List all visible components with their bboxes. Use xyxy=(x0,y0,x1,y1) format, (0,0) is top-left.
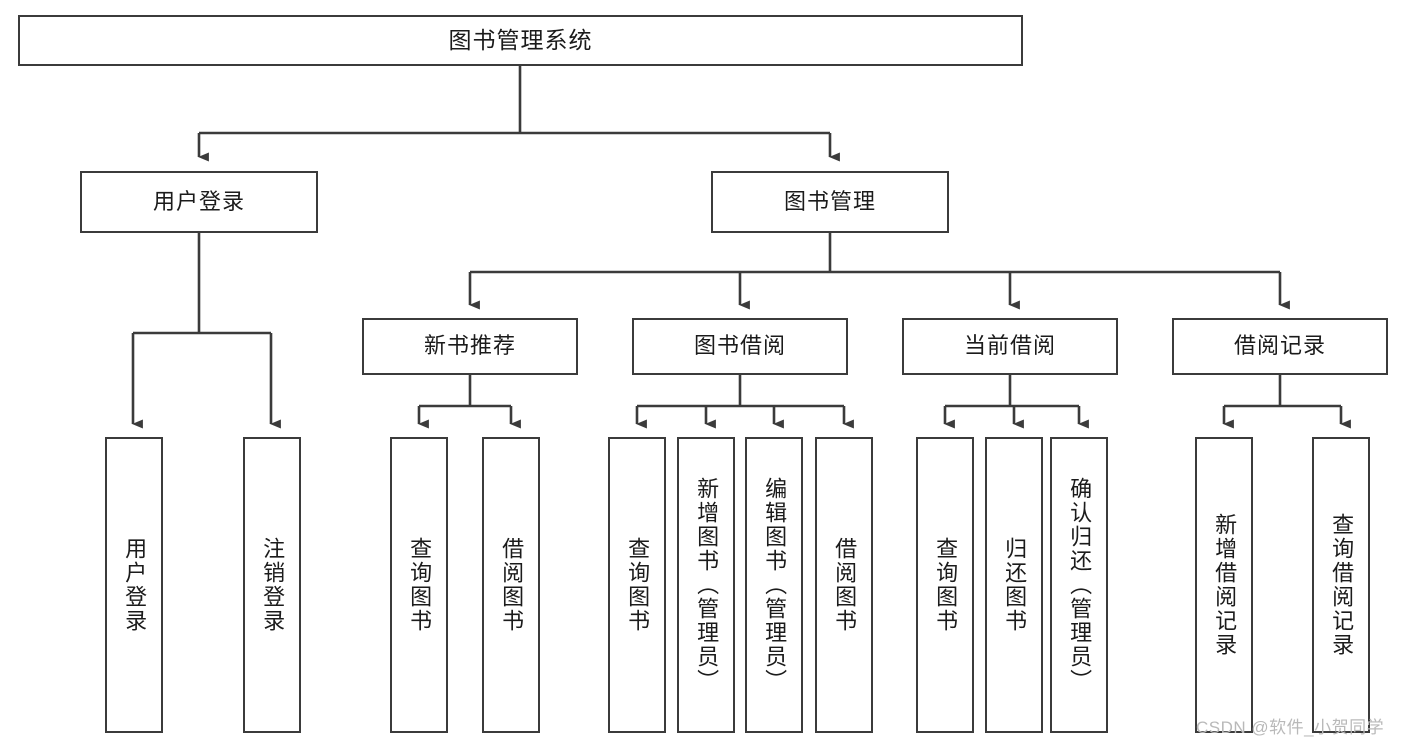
leaf-confirm-return-admin[interactable]: 确认归还（管理员） xyxy=(1050,437,1108,733)
node-current-borrow[interactable]: 当前借阅 xyxy=(902,318,1118,375)
node-label: 用户登录 xyxy=(122,537,148,633)
leaf-add-book-admin[interactable]: 新增图书（管理员） xyxy=(677,437,735,733)
node-book-management[interactable]: 图书管理 xyxy=(711,171,949,233)
node-new-book-recommend[interactable]: 新书推荐 xyxy=(362,318,578,375)
node-label: 图书借阅 xyxy=(693,333,786,359)
node-label: 借阅图书 xyxy=(832,537,858,633)
leaf-logout[interactable]: 注销登录 xyxy=(243,437,301,733)
node-label: 新增借阅记录 xyxy=(1212,513,1238,657)
node-borrow-records[interactable]: 借阅记录 xyxy=(1172,318,1388,375)
node-label: 借阅图书 xyxy=(499,537,525,633)
leaf-query-book-current[interactable]: 查询图书 xyxy=(916,437,974,733)
leaf-edit-book-admin[interactable]: 编辑图书（管理员） xyxy=(745,437,803,733)
node-label: 归还图书 xyxy=(1002,537,1028,633)
node-label: 借阅记录 xyxy=(1233,333,1326,359)
leaf-user-login[interactable]: 用户登录 xyxy=(105,437,163,733)
node-label: 查询借阅记录 xyxy=(1329,513,1355,657)
leaf-return-book[interactable]: 归还图书 xyxy=(985,437,1043,733)
node-label: 当前借阅 xyxy=(963,333,1056,359)
node-label: 注销登录 xyxy=(260,537,286,633)
node-label: 查询图书 xyxy=(407,537,433,633)
node-label: 新增图书（管理员） xyxy=(694,477,720,693)
node-label: 查询图书 xyxy=(933,537,959,633)
leaf-borrow-book[interactable]: 借阅图书 xyxy=(815,437,873,733)
node-label: 图书管理系统 xyxy=(448,26,593,53)
node-label: 用户登录 xyxy=(152,188,245,214)
node-user-login[interactable]: 用户登录 xyxy=(80,171,318,233)
leaf-query-book-borrow[interactable]: 查询图书 xyxy=(608,437,666,733)
leaf-borrow-book-recommend[interactable]: 借阅图书 xyxy=(482,437,540,733)
node-label: 编辑图书（管理员） xyxy=(762,477,788,693)
node-label: 查询图书 xyxy=(625,537,651,633)
node-label: 新书推荐 xyxy=(423,333,516,359)
node-label: 确认归还（管理员） xyxy=(1067,477,1093,693)
node-book-borrow[interactable]: 图书借阅 xyxy=(632,318,848,375)
csdn-watermark: CSDN @软件_小贺同学 xyxy=(1196,718,1385,737)
leaf-add-borrow-record[interactable]: 新增借阅记录 xyxy=(1195,437,1253,733)
node-label: 图书管理 xyxy=(783,188,876,214)
node-root[interactable]: 图书管理系统 xyxy=(18,15,1023,66)
leaf-query-borrow-record[interactable]: 查询借阅记录 xyxy=(1312,437,1370,733)
leaf-query-book-recommend[interactable]: 查询图书 xyxy=(390,437,448,733)
